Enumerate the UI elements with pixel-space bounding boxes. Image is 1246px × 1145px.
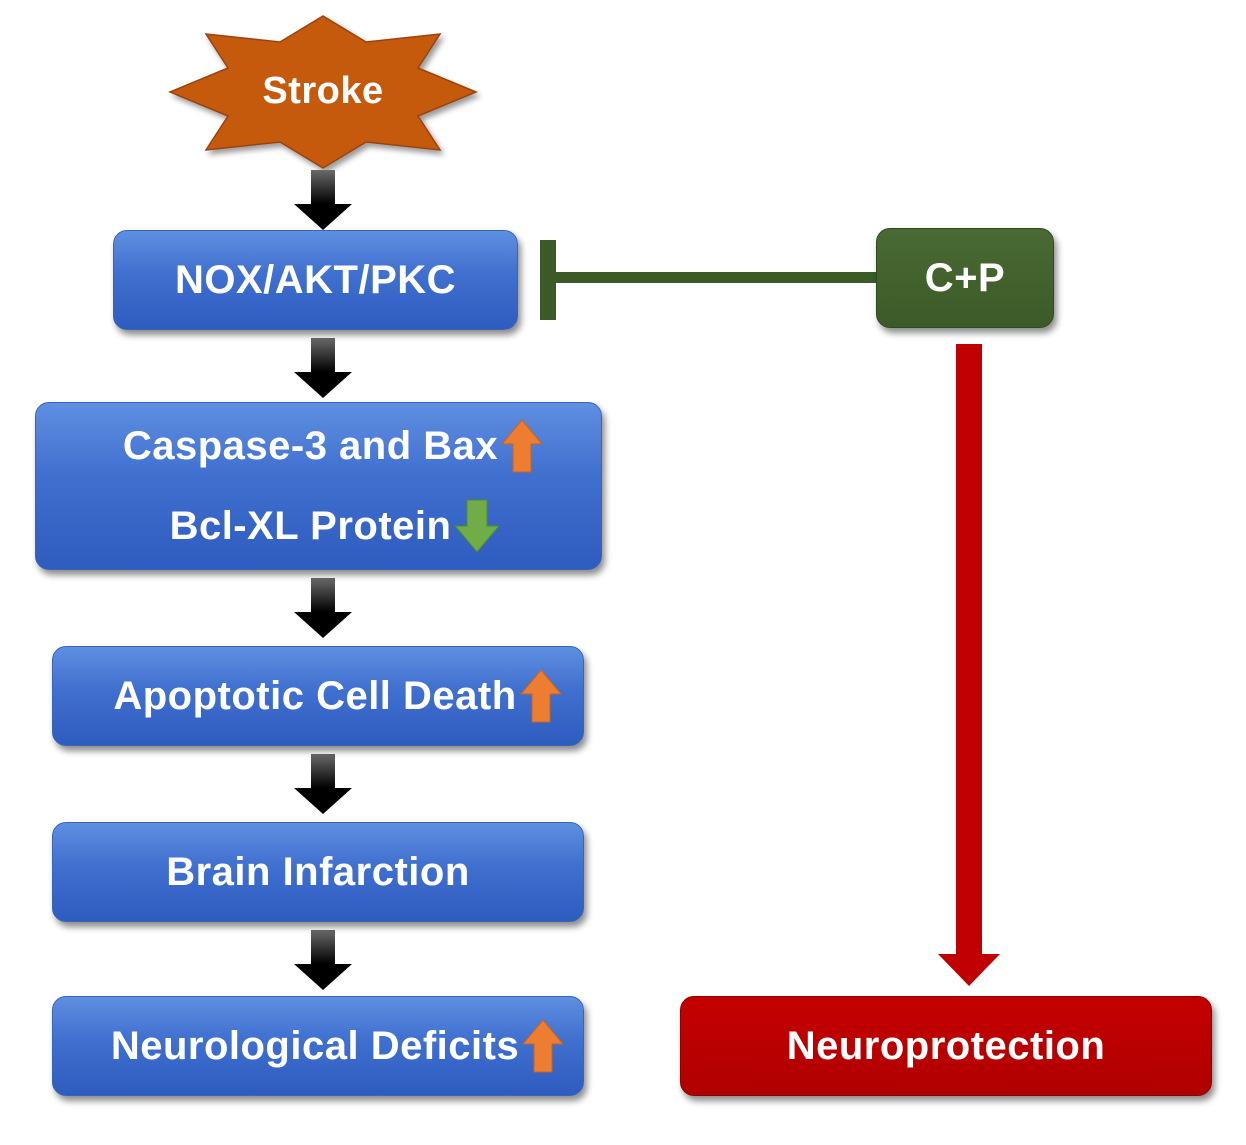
flow-arrow-nox-to-caspase [294,338,352,398]
up-arrow-icon [519,669,562,723]
apoptotic-cell-death-box: Apoptotic Cell Death [52,646,584,746]
c-plus-p-label: C+P [924,255,1006,300]
nox-akt-pkc-box: NOX/AKT/PKC [113,230,518,330]
neuroprotection-box: Neuroprotection [680,996,1212,1096]
down-arrow-icon [454,499,501,553]
brain-infarction-box: Brain Infarction [52,822,584,922]
neuroprotection-label: Neuroprotection [786,1023,1106,1068]
flow-arrow-stroke-to-nox [294,170,352,230]
nox-akt-pkc-label: NOX/AKT/PKC [174,257,457,302]
brain-infarction-label: Brain Infarction [166,849,470,894]
neurological-deficits-label: Neurological Deficits [110,1023,520,1068]
inhibition-connector [540,240,876,320]
flow-arrow-caspase-to-apoptotic [294,578,352,638]
apoptotic-row: Apoptotic Cell Death [113,668,562,724]
flow-arrow-infarction-to-deficits [294,930,352,990]
caspase-row: Caspase-3 and Bax [123,418,544,474]
up-arrow-icon [501,419,544,473]
stroke-label: Stroke [262,70,384,112]
apoptotic-label: Apoptotic Cell Death [113,673,517,718]
neurological-deficits-box: Neurological Deficits [52,996,584,1096]
c-plus-p-box: C+P [876,228,1054,328]
caspase-bclxl-box: Caspase-3 and Bax Bcl-XL Protein [35,402,602,570]
flow-arrow-apoptotic-to-infarction [294,754,352,814]
activation-arrow [938,344,1000,986]
bclxl-row: Bcl-XL Protein [170,498,502,554]
deficits-row: Neurological Deficits [111,1018,565,1074]
bclxl-label: Bcl-XL Protein [169,503,452,548]
up-arrow-icon [522,1019,565,1073]
caspase-label: Caspase-3 and Bax [122,423,499,468]
stroke-starburst [168,15,478,169]
